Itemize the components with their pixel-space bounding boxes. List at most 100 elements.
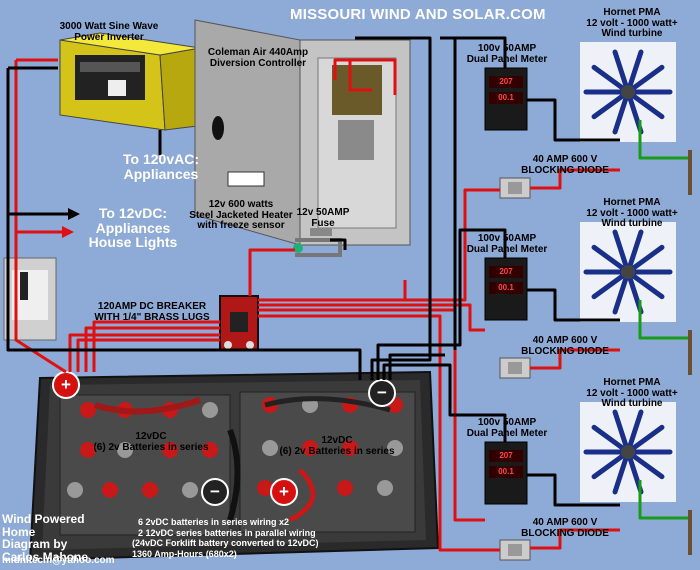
turbine-3-line3: Wind turbine	[601, 398, 663, 409]
turbine-rotor-2	[580, 222, 676, 322]
dc-breaker	[219, 295, 259, 351]
turbine-label-2: Hornet PMA 12 volt - 1000 watt+ Wind tur…	[574, 197, 690, 230]
ground-rod-3	[688, 510, 692, 555]
fuse-label: 12v 50AMP Fuse	[290, 207, 356, 229]
note-4: 1360 Amp-Hours (680x2)	[132, 548, 237, 559]
ground-rod-1	[688, 150, 692, 195]
dc-output-line3: House Lights	[88, 234, 178, 251]
breaker-label-line1: 120AMP DC BREAKER	[97, 301, 207, 312]
inverter-label-line2: Power Inverter	[74, 31, 144, 43]
heater-element	[293, 228, 342, 257]
diode-2	[499, 357, 531, 379]
battery-negative-terminal-center	[201, 478, 229, 506]
battery-left-label: 12vDC (6) 2v Batteries in series	[86, 431, 216, 453]
terminal-minus-center: −	[210, 482, 220, 501]
meter-label-3: 100v 50AMP Dual Panel Meter	[462, 417, 552, 439]
meter-panel-3	[484, 441, 528, 505]
meter-3-line2: Dual Panel Meter	[466, 427, 548, 439]
meter-3-volts: 207	[499, 451, 513, 460]
disconnect-box	[3, 257, 57, 341]
meter-3-amps: 00.1	[498, 467, 514, 476]
meter-panel-2	[484, 257, 528, 321]
heater-label-line2: Steel Jacketed Heater	[189, 209, 293, 221]
diode-1-line1: 40 AMP 600 V	[532, 154, 598, 165]
diode-2-line2: BLOCKING DIODE	[521, 345, 609, 357]
meter-1-line1: 100v 50AMP	[477, 43, 537, 54]
turbine-2-line3: Wind turbine	[601, 218, 663, 229]
turbine-hub	[621, 85, 635, 99]
controller-label-line2: Diversion Controller	[209, 57, 307, 69]
credit-line1: Wind Powered Home	[2, 512, 85, 539]
site-title: MISSOURI WIND AND SOLAR.COM	[290, 6, 546, 23]
breaker-label-line2: WITH 1/4" BRASS LUGS	[94, 311, 210, 323]
battery-left-line1: 12vDC	[135, 431, 167, 442]
notes-block: 6 2vDC batteries in series wiring x2 2 1…	[122, 517, 432, 559]
inverter-label: 3000 Watt Sine Wave Power Inverter	[44, 21, 174, 43]
credit-line2: Diagram by	[2, 537, 68, 552]
fuse-label-line1: 12v 50AMP	[296, 207, 350, 218]
turbine-rotor-1	[580, 42, 676, 142]
turbine-blade	[612, 449, 631, 495]
meter-2-volts: 207	[499, 267, 513, 276]
heater-label-line3: with freeze sensor	[197, 220, 285, 231]
turbine-2-line1: Hornet PMA	[603, 197, 661, 208]
battery-right-line1: 12vDC	[321, 435, 353, 446]
diode-3-line1: 40 AMP 600 V	[532, 517, 598, 528]
turbine-1-line1: Hornet PMA	[603, 7, 661, 18]
battery-negative-terminal-right	[368, 379, 396, 407]
meter-panel-1	[484, 67, 528, 131]
battery-left-line2: (6) 2v Batteries in series	[93, 441, 209, 453]
breaker-label: 120AMP DC BREAKER WITH 1/4" BRASS LUGS	[88, 301, 216, 323]
note-1: 6 2vDC batteries in series wiring x2	[138, 517, 290, 527]
battery-right-label: 12vDC (6) 2v Batteries in series	[272, 435, 402, 457]
credit-line3: Carlos Mahone	[2, 549, 89, 564]
credit-email: midnitecm@yahoo.com	[2, 555, 115, 566]
meter-2-line2: Dual Panel Meter	[466, 243, 548, 255]
ac-output-label: To 120vAC: Appliances	[106, 152, 216, 181]
meter-label-2: 100v 50AMP Dual Panel Meter	[462, 233, 552, 255]
terminal-minus-right: −	[377, 383, 387, 402]
turbine-1-line2: 12 volt - 1000 watt+	[586, 17, 678, 29]
diode-3-line2: BLOCKING DIODE	[521, 527, 609, 539]
turbine-blade	[612, 229, 631, 275]
meter-label-1: 100v 50AMP Dual Panel Meter	[462, 43, 552, 65]
heater-label-line1: 12v 600 watts	[208, 199, 274, 210]
heater-label: 12v 600 watts Steel Jacketed Heater with…	[186, 199, 296, 232]
diversion-controller-box	[194, 19, 411, 246]
turbine-hub	[621, 265, 635, 279]
battery-positive-terminal-center	[270, 478, 298, 506]
inverter-label-line1: 3000 Watt Sine Wave	[59, 21, 159, 32]
note-2: 2 12vDC series batteries in parallel wir…	[138, 527, 316, 538]
turbine-hub	[621, 445, 635, 459]
ac-output-line2: Appliances	[123, 165, 199, 182]
diode-3	[499, 539, 531, 561]
turbine-label-3: Hornet PMA 12 volt - 1000 watt+ Wind tur…	[574, 377, 690, 410]
note-3: (24vDC Forklift battery converted to 12v…	[132, 538, 319, 548]
turbine-blade	[612, 269, 631, 315]
battery-bank	[28, 370, 440, 562]
controller-label: Coleman Air 440Amp Diversion Controller	[196, 47, 320, 69]
ac-output-line1: To 120vAC:	[123, 151, 199, 167]
meter-1-volts: 207	[499, 77, 513, 86]
meter-2-line1: 100v 50AMP	[477, 233, 537, 244]
turbine-2-line2: 12 volt - 1000 watt+	[586, 207, 678, 219]
controller-label-line1: Coleman Air 440Amp	[207, 47, 309, 58]
credit-block: Wind Powered Home Diagram by Carlos Maho…	[2, 513, 112, 563]
turbine-blade	[625, 409, 644, 455]
meter-1-line2: Dual Panel Meter	[466, 53, 548, 65]
dc-output-line2: Appliances	[95, 219, 171, 236]
turbine-rotor-3	[580, 402, 676, 502]
turbine-blade	[625, 229, 644, 275]
meter-2-amps: 00.1	[498, 283, 514, 292]
terminal-plus-left: +	[61, 375, 71, 394]
turbine-1-line3: Wind turbine	[601, 28, 663, 39]
turbine-3-line2: 12 volt - 1000 watt+	[586, 387, 678, 399]
power-inverter	[59, 32, 206, 131]
dc-output-line1: To 12vDC:	[98, 205, 168, 221]
battery-right-line2: (6) 2v Batteries in series	[279, 445, 395, 457]
meter-1-amps: 00.1	[498, 93, 514, 102]
dc-output-label: To 12vDC: Appliances House Lights	[78, 206, 188, 250]
terminal-plus-center: +	[279, 482, 289, 501]
